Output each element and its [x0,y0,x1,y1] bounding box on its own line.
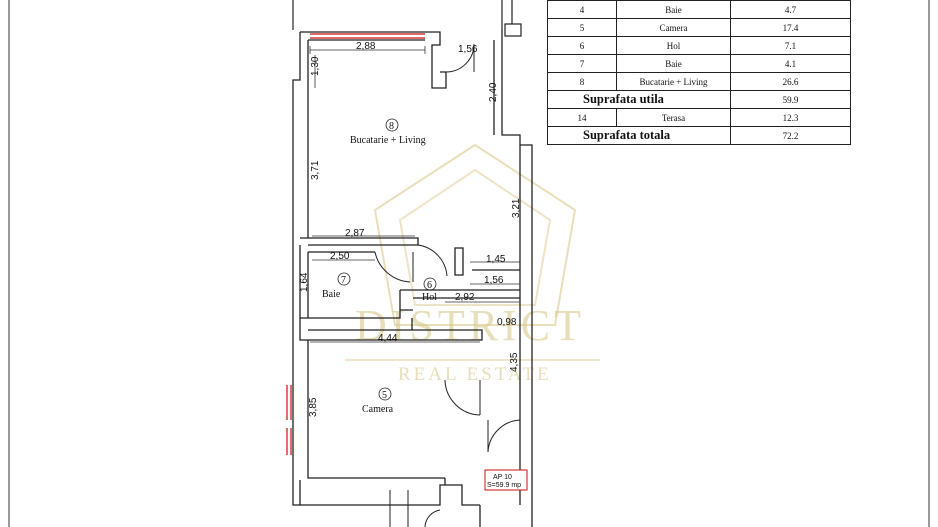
dim-2-50: 2,50 [330,251,350,262]
room-number-circle-7 [337,272,351,286]
total-area-row: Suprafata totala 72.2 [547,126,851,145]
total-area-label: Suprafata totala [547,126,731,145]
outer-walls [292,30,533,527]
room-number-8: 8 [389,121,394,132]
useful-area-label: Suprafata utila [547,90,731,109]
apartment-tag-line2: S=59.9 mp [487,482,521,489]
dim-1-64: 1,64 [299,272,310,292]
apartment-tag-box [484,469,528,491]
dim-1-30: 1,30 [310,56,321,76]
dim-3-21: 3,21 [511,198,522,218]
dim-1-56-top: 1,56 [458,44,478,55]
dim-1-56-hall: 1,56 [484,275,504,286]
room-name-bath: Baie [322,289,341,300]
room-number-5: 5 [382,390,387,401]
dim-0-98: 0,98 [497,317,517,328]
table-row: 4 Baie 4.7 [547,0,851,19]
room-number-circle-5 [378,387,392,401]
doors [374,43,521,527]
dim-4-35: 4,35 [509,352,520,372]
room-number-7: 7 [341,275,346,286]
dim-2-88: 2,88 [356,41,376,52]
apartment-tag-line1: AP 10 [493,474,512,481]
dim-2-40: 2,40 [488,82,499,102]
windows [286,33,425,455]
useful-area-row: Suprafata utila 59.9 [547,90,851,109]
area-table: 4 Baie 4.7 5 Camera 17.4 6 Hol 7.1 7 Bai… [547,0,851,145]
total-area-value: 72.2 [730,126,851,145]
table-row: 7 Baie 4.1 [547,54,851,73]
upper-walls [292,0,522,37]
watermark-logo [345,143,600,361]
room-number-6: 6 [427,280,432,291]
dim-3-85: 3,85 [308,397,319,417]
room-number-circle-8 [385,118,399,132]
inner-walls [299,237,520,485]
dim-4-44: 4,44 [378,333,398,344]
table-row: 5 Camera 17.4 [547,18,851,37]
table-row: 6 Hol 7.1 [547,36,851,55]
dim-2-87: 2,87 [345,228,365,239]
room-name-living: Bucatarie + Living [350,135,426,146]
terrace-row: 14 Terasa 12.3 [547,108,851,127]
dim-3-71: 3,71 [310,160,321,180]
room-name-bedroom: Camera [362,404,394,415]
table-row: 8 Bucatarie + Living 26.6 [547,72,851,91]
useful-area-value: 59.9 [730,90,851,109]
dimension-lines [309,46,520,343]
room-number-circle-6 [423,277,437,291]
room-name-hall: Hol [422,292,437,303]
dim-2-92: 2,92 [455,292,475,303]
dim-1-45: 1,45 [486,254,506,265]
